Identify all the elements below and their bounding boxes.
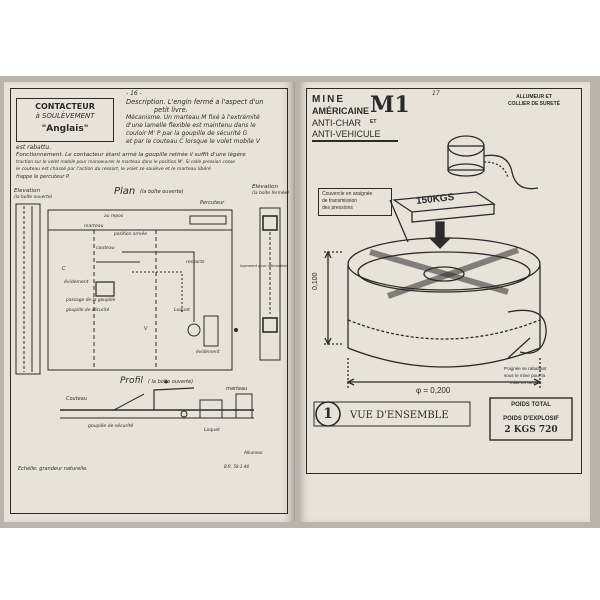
title-line-3: "Anglais" bbox=[41, 124, 89, 134]
plan-subtitle: (la boîte ouverte) bbox=[140, 189, 184, 195]
title-line-1: CONTACTEUR bbox=[35, 102, 95, 111]
fonct-line-3: le couteau est chassé par l'action du re… bbox=[16, 167, 211, 172]
poignee-line-3: mise en oeuvre. bbox=[510, 380, 543, 385]
title-mine: MINE bbox=[312, 94, 345, 105]
couvercle-line-1: Couvercle en araignée bbox=[322, 191, 373, 197]
title-underline bbox=[312, 140, 398, 142]
label-percuteur: Percuteur bbox=[200, 200, 225, 206]
title-americaine: AMÉRICAINE bbox=[312, 106, 370, 116]
elevation-right-strip bbox=[259, 207, 281, 361]
elevation-left-subtitle: (la boîte ouverte) bbox=[14, 195, 53, 200]
profil-subtitle: ( la boîte ouverte) bbox=[148, 379, 194, 385]
title-m1: M1 bbox=[370, 92, 410, 118]
couvercle-line-2: de transmission bbox=[322, 198, 358, 204]
label-passage-goupille: passage de la goupille bbox=[66, 298, 116, 303]
allumeur-line-1: ALLUMEUR ET bbox=[516, 94, 552, 100]
desc-line-5: couloir M' P par la goupille de sécurité… bbox=[126, 130, 248, 137]
profil-label-marteau: marteau bbox=[226, 386, 248, 392]
weights-explosif-label: POIDS D'EXPLOSIF bbox=[503, 416, 559, 422]
profil-label-allumeur: Allumeur bbox=[244, 450, 263, 455]
desc-line-2: petit livre. bbox=[154, 106, 188, 114]
right-page-frame bbox=[306, 88, 582, 474]
right-page: 17 MINE AMÉRICAINE M1 ANTI-CHAR ET ANTI-… bbox=[298, 82, 590, 522]
label-ressorts: ressorts bbox=[186, 260, 205, 265]
desc-line-6: et par le couteau C lorsque le volet mob… bbox=[126, 138, 260, 145]
fonct-line-1: Fonctionnement. Le contacteur étant armé… bbox=[16, 152, 246, 158]
label-logement: logement pour détonateur bbox=[240, 264, 288, 268]
poignee-line-2: sous le mine pour la bbox=[504, 373, 546, 378]
label-evidement: évidement bbox=[64, 280, 89, 285]
figure-number: 1 bbox=[323, 406, 333, 422]
poignee-line-1: Poignée se rabattant bbox=[504, 366, 547, 371]
fonct-line-2: traction sur le volet mobile pour manoeu… bbox=[16, 160, 235, 165]
echelle-note: Echelle: grandeur naturelle. bbox=[18, 466, 88, 472]
rabattu-line: est rabattu. bbox=[16, 144, 52, 151]
title-et: ET bbox=[370, 119, 377, 125]
profil-label-couteau: Couteau bbox=[66, 396, 87, 402]
footer-reference: B.R. 50-1-44 bbox=[224, 464, 249, 469]
weights-explosif-value: 2 KGS 720 bbox=[504, 425, 558, 435]
dimension-diameter: φ = 0,200 bbox=[416, 386, 451, 395]
weights-total-label: POIDS TOTAL bbox=[511, 402, 551, 408]
label-au-repos: au repos bbox=[104, 214, 124, 219]
desc-line-3: Mécanisme. Un marteau M fixé à l'extrémi… bbox=[126, 114, 260, 121]
elevation-right-subtitle: (la boîte fermée) bbox=[252, 191, 289, 196]
title-box: CONTACTEUR à SOULÈVEMENT "Anglais" bbox=[16, 98, 114, 142]
allumeur-box: ALLUMEUR ET COLLIER DE SURETÉ bbox=[490, 90, 578, 112]
profil-title: Profil bbox=[120, 376, 143, 386]
elevation-left-title: Elevation bbox=[14, 188, 40, 194]
fonct-line-4: frappe le percuteur P. bbox=[16, 174, 70, 180]
profil-label-goupille: goupille de sécurité bbox=[88, 424, 134, 429]
dimension-height: 0,100 bbox=[312, 272, 319, 290]
right-page-number: 17 bbox=[432, 90, 440, 97]
plan-title: Plan bbox=[114, 186, 136, 197]
label-loquet: Loquet bbox=[174, 308, 190, 313]
label-couteau: couteau bbox=[96, 246, 115, 251]
label-marteau: marteau bbox=[84, 224, 104, 229]
allumeur-line-2: COLLIER DE SURETÉ bbox=[508, 101, 560, 107]
desc-line-4: d'une lamelle flexible est maintenu dans… bbox=[126, 122, 256, 129]
plan-outline bbox=[47, 209, 233, 371]
left-page: - 16 - CONTACTEUR à SOULÈVEMENT "Anglais… bbox=[4, 82, 295, 522]
label-goupille-securite: goupille de sécurité bbox=[66, 308, 110, 313]
label-c: C bbox=[62, 266, 66, 272]
left-page-frame bbox=[10, 88, 288, 514]
desc-line-1: Description. L'engin fermé a l'aspect d'… bbox=[126, 98, 264, 106]
elevation-left-strip bbox=[15, 203, 41, 375]
mine-drawing bbox=[313, 135, 573, 441]
couvercle-line-3: des pressions bbox=[322, 205, 353, 211]
title-anti-vehicule: ANTI-VEHICULE bbox=[312, 129, 381, 139]
profil-label-loquet: Loquet bbox=[204, 428, 220, 433]
figure-caption: VUE D'ENSEMBLE bbox=[350, 410, 449, 421]
drum-top bbox=[347, 237, 541, 291]
label-v: V bbox=[144, 326, 148, 332]
technical-drawing bbox=[15, 203, 281, 419]
elevation-right-title: Elévation bbox=[252, 184, 278, 190]
title-line-2: à SOULÈVEMENT bbox=[35, 112, 95, 120]
left-page-number: - 16 - bbox=[126, 90, 142, 97]
label-evidement-2: évidement bbox=[196, 350, 220, 355]
open-booklet: - 16 - CONTACTEUR à SOULÈVEMENT "Anglais… bbox=[0, 76, 600, 528]
title-anti-char: ANTI-CHAR bbox=[312, 118, 361, 128]
label-position-armee: position armée bbox=[114, 232, 147, 237]
